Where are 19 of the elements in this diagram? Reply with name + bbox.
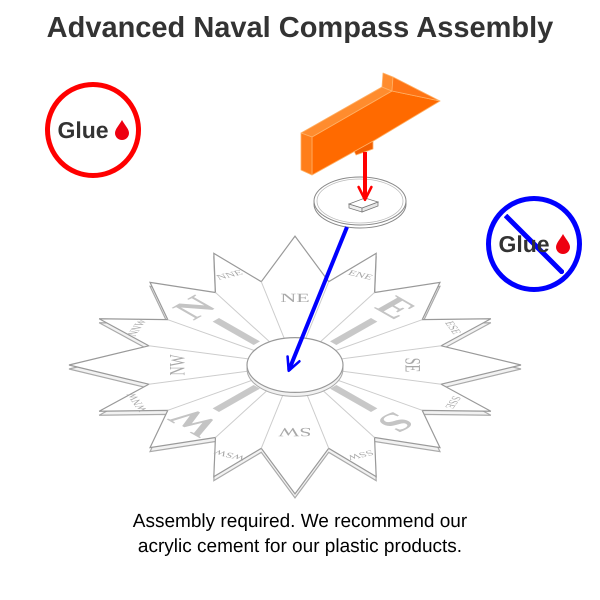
compass-letter: N: [164, 290, 226, 326]
compass-label: SSE: [442, 394, 463, 410]
compass-label: ENE: [346, 269, 374, 282]
compass-label: WNW: [125, 392, 151, 412]
compass-label: NNE: [215, 269, 245, 282]
compass-letter: W: [158, 402, 230, 443]
compass-label: SE: [400, 358, 426, 372]
sign-label: Glue: [57, 117, 109, 143]
compass-letter: S: [367, 406, 424, 438]
compass-letter: E: [365, 290, 426, 325]
compass-label: SW: [278, 425, 312, 440]
compass-label: SSW: [345, 448, 375, 461]
compass-label: NNW: [126, 318, 150, 338]
compass-label: WSW: [212, 448, 248, 462]
caption: Assembly required. We recommend our acrylic cement for our plastic products.: [132, 510, 468, 559]
compass-label: NW: [164, 354, 190, 376]
title: Advanced Naval Compass Assembly: [46, 11, 554, 46]
compass-label: NE: [280, 290, 310, 305]
compass-label: ESE: [441, 320, 463, 336]
